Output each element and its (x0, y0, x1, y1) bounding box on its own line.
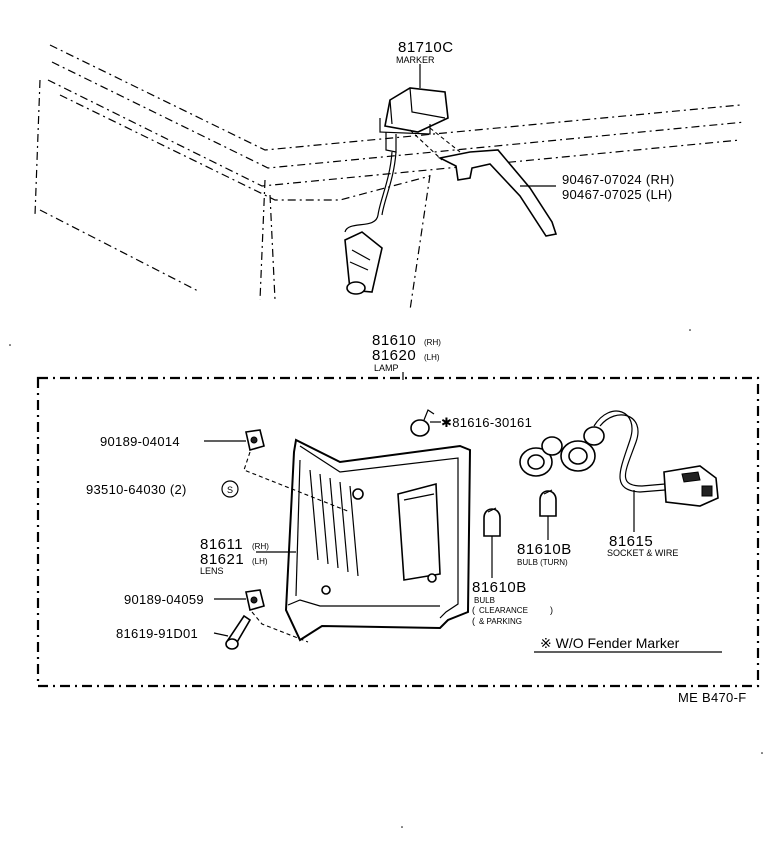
scan-specks (9, 329, 763, 828)
bottom-screw-leader (213, 632, 229, 637)
small-bulb-part (410, 409, 435, 437)
clearance-bulb-part (483, 507, 501, 537)
vehicle-body-outline (34, 44, 746, 311)
lamp-name: LAMP (374, 363, 399, 373)
clearance-bulb-name: BULB (474, 596, 495, 605)
top-clip-part (245, 429, 265, 452)
lamp-rh-number: 81610 (372, 332, 416, 349)
assembly-boundary (36, 376, 760, 688)
clearance-bulb-number: 81610B (472, 579, 527, 596)
bottom-clip-number: 90189-04059 (124, 592, 204, 607)
socket-name: SOCKET & WIRE (607, 548, 678, 558)
small-bulb-number: ✱81616-30161 (441, 415, 532, 430)
screw-s-circle (221, 480, 239, 498)
screw-s-symbol: S (227, 485, 233, 495)
lens-name: LENS (200, 566, 224, 576)
screw-s-number: 93510-64030 (2) (86, 482, 187, 497)
bottom-clip-part (245, 589, 265, 612)
socket-wire-part (519, 410, 719, 507)
socket-number: 81615 (609, 533, 653, 550)
clearance-bulb-desc-1-close: ) (550, 605, 553, 615)
lamp-lh-side: (LH) (424, 353, 440, 362)
clearance-bulb-desc-2-text: & PARKING (479, 617, 522, 626)
turn-bulb-part (539, 489, 557, 517)
turn-bulb-number: 81610B (517, 541, 572, 558)
lamp-housing (284, 438, 472, 642)
turn-bulb-name: BULB (TURN) (517, 558, 568, 567)
marker-part-number: 81710C (398, 39, 454, 56)
figure-code: ME B470-F (678, 690, 746, 705)
clearance-bulb-desc-2-open: ( (472, 616, 475, 626)
fender-marker-note: ※ W/O Fender Marker (540, 635, 680, 651)
bracket-part (409, 127, 558, 237)
bracket-rh-number: 90467-07024 (RH) (562, 172, 674, 187)
side-marker-part (344, 87, 449, 295)
lens-rh-side: (RH) (252, 542, 269, 551)
bottom-screw-number: 81619-91D01 (116, 626, 198, 641)
marker-name: MARKER (396, 55, 435, 65)
bottom-clip-guide (251, 611, 309, 643)
top-clip-guide (243, 451, 351, 513)
lens-lh-number: 81621 (200, 551, 244, 568)
bracket-lh-number: 90467-07025 (LH) (562, 187, 672, 202)
lens-rh-number: 81611 (200, 536, 243, 553)
lamp-lh-number: 81620 (372, 347, 416, 364)
clearance-bulb-desc-1-text: CLEARANCE (479, 606, 528, 615)
top-clip-number: 90189-04014 (100, 434, 180, 449)
lamp-rh-side: (RH) (424, 338, 441, 347)
clearance-bulb-desc-1: ( (472, 605, 475, 615)
bottom-screw-part (225, 614, 252, 650)
lens-lh-side: (LH) (252, 557, 268, 566)
